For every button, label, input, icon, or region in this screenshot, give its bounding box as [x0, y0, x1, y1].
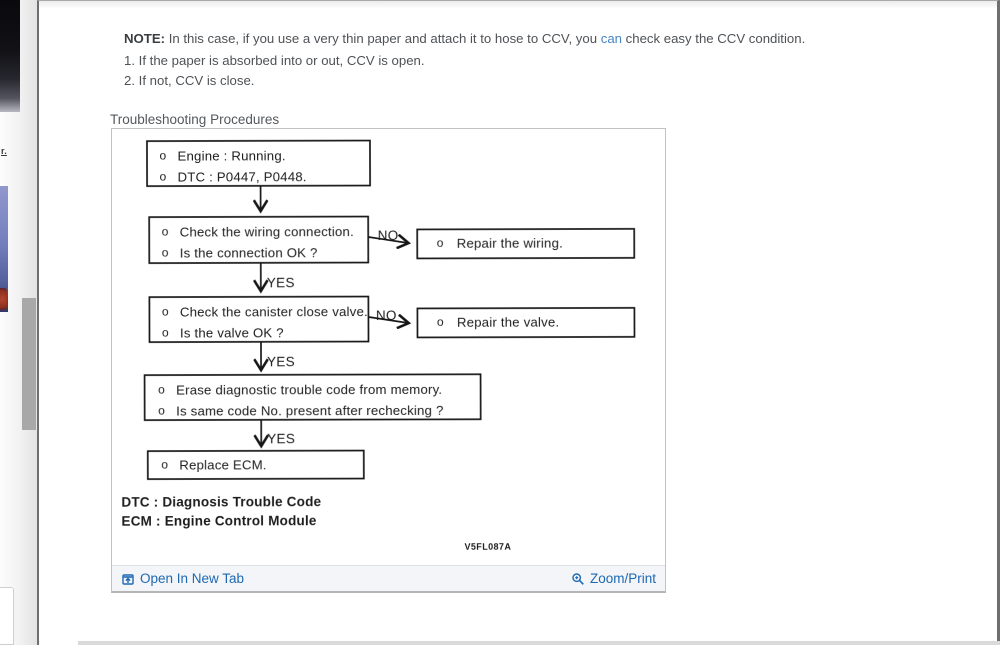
- bullet: o: [162, 225, 169, 239]
- zoom-print-button[interactable]: Zoom/Print: [571, 571, 656, 586]
- flow-box-start: [146, 139, 371, 187]
- partial-photo-blue: [0, 186, 8, 312]
- zoom-in-icon: [572, 572, 584, 585]
- viewer-toolbar: Open In New Tab Zoom/Print: [112, 565, 665, 591]
- clipped-link-fragment[interactable]: r.: [1, 146, 7, 156]
- bottom-edge-strip: [78, 641, 1000, 645]
- bullet: o: [158, 383, 165, 397]
- bullet: o: [162, 326, 169, 340]
- flow-box-erase-code: [143, 373, 482, 421]
- flow-box-check-valve-line2: Is the valve OK ?: [180, 325, 284, 340]
- note-label: NOTE:: [124, 31, 166, 46]
- left-scrollbar-thumb[interactable]: [22, 298, 36, 430]
- partial-photo-red-detail: [0, 288, 7, 310]
- flow-box-replace-ecm: [146, 449, 365, 480]
- flow-box-repair-wiring-line1: Repair the wiring.: [457, 236, 563, 251]
- partial-white-card: [0, 587, 14, 645]
- note-list-item-2: 2. If not, CCV is close.: [124, 73, 255, 88]
- flow-box-repair-wiring: [416, 228, 636, 260]
- note-text-before: In this case, if you use a very thin pap…: [165, 31, 601, 46]
- flow-box-start-line1: Engine : Running.: [177, 148, 285, 163]
- note-text-after: check easy the CCV condition.: [621, 31, 806, 46]
- flowchart-image: o Engine : Running. o DTC : P0447, P0448…: [112, 129, 665, 565]
- figure-code: V5FL087A: [465, 542, 512, 552]
- flow-arrow-no-2: [368, 317, 408, 323]
- section-title: Troubleshooting Procedures: [110, 112, 280, 127]
- flow-box-check-wiring: [148, 215, 370, 264]
- partial-photo-dark: [0, 0, 20, 112]
- bullet: o: [437, 236, 444, 250]
- zoom-print-label: Zoom/Print: [589, 571, 656, 586]
- flow-box-check-valve-line1: Check the canister close valve.: [180, 304, 368, 319]
- figure-viewer-frame: o Engine : Running. o DTC : P0447, P0448…: [111, 128, 666, 593]
- bullet: o: [158, 404, 165, 418]
- flow-legend-dtc: DTC : Diagnosis Trouble Code: [121, 494, 321, 510]
- document-panel: NOTE: In this case, if you use a very th…: [37, 0, 1000, 645]
- open-in-new-tab-icon: [122, 573, 134, 585]
- note-list-item-1: 1. If the paper is absorbed into or out,…: [124, 53, 425, 68]
- bullet: o: [162, 305, 169, 319]
- note-inline-link[interactable]: can: [600, 31, 622, 46]
- flow-box-erase-code-line1: Erase diagnostic trouble code from memor…: [176, 382, 442, 398]
- flow-label-yes-2: YES: [267, 354, 295, 369]
- bullet: o: [437, 315, 444, 329]
- open-in-new-tab-label: Open In New Tab: [140, 571, 245, 586]
- flow-box-erase-code-line2: Is same code No. present after recheckin…: [176, 403, 443, 419]
- flow-box-replace-ecm-line1: Replace ECM.: [179, 457, 266, 472]
- flow-arrow-no-1: [368, 237, 408, 243]
- flow-box-start-line2: DTC : P0447, P0448.: [178, 169, 307, 184]
- bullet: o: [159, 149, 166, 163]
- left-background-strip: r.: [0, 0, 37, 645]
- bullet: o: [160, 170, 167, 184]
- flow-box-repair-valve-line1: Repair the valve.: [457, 315, 559, 330]
- troubleshooting-flowchart: o Engine : Running. o DTC : P0447, P0448…: [121, 139, 636, 552]
- flow-box-check-valve: [148, 295, 370, 343]
- flow-box-check-wiring-line2: Is the connection OK ?: [180, 245, 318, 260]
- flow-label-yes-1: YES: [267, 275, 295, 290]
- flow-box-repair-valve: [416, 307, 636, 339]
- bullet: o: [161, 458, 168, 472]
- bullet: o: [162, 246, 169, 260]
- open-in-new-tab-button[interactable]: Open In New Tab: [121, 571, 244, 586]
- flow-box-check-wiring-line1: Check the wiring connection.: [180, 224, 354, 239]
- flow-legend-ecm: ECM : Engine Control Module: [121, 513, 316, 529]
- flow-label-yes-3: YES: [267, 431, 295, 446]
- note-paragraph: NOTE: In this case, if you use a very th…: [124, 31, 994, 47]
